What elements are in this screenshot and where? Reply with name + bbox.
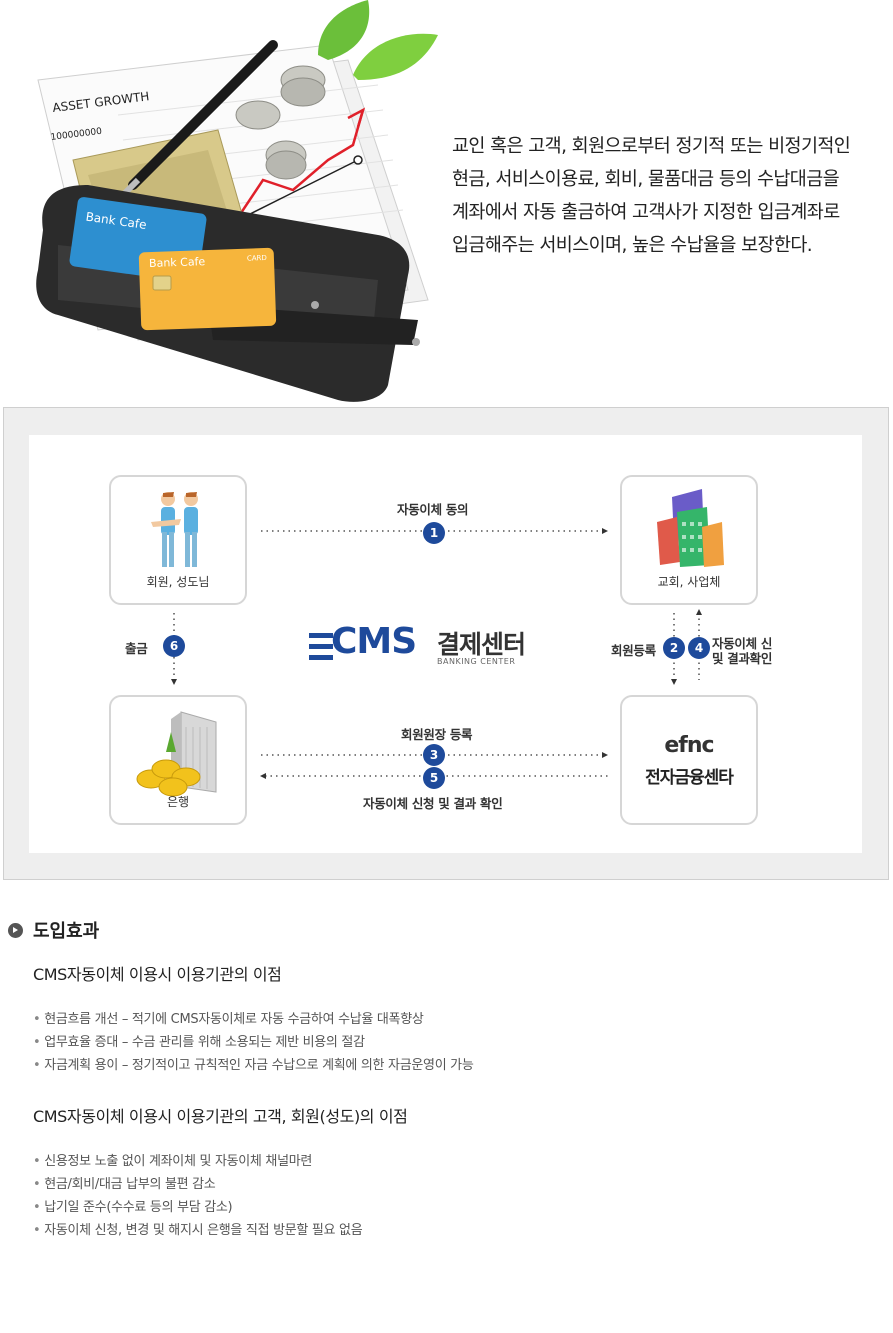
description-line: 현금, 서비스이용료, 회비, 물품대금 등의 수납대금을 (452, 169, 840, 190)
node-church: 교회, 사업체 (620, 475, 758, 605)
badge-step5: 5 (423, 767, 445, 789)
flow-label-step1: 자동이체 동의 (397, 502, 469, 517)
member-benefits-title: CMS자동이체 이용시 이용기관의 고객, 회원(성도)의 이점 (33, 1107, 408, 1126)
node-center: efnc 전자금융센타 (620, 695, 758, 825)
node-member: 회원, 성도님 (109, 475, 247, 605)
effects-title: 도입효과 (33, 921, 100, 942)
badge-step1: 1 (423, 522, 445, 544)
cms-logo: CMS 결제센터 BANKING CENTER (309, 621, 569, 675)
wallet-illustration: ASSET GROWTH 100000000 Bank Cafe (36, 0, 438, 402)
list-item: 현금/회비/대금 납부의 불편 감소 (33, 1173, 362, 1196)
badge-step3: 3 (423, 744, 445, 766)
hero-section: ASSET GROWTH 100000000 Bank Cafe (0, 0, 893, 405)
card-badge: CARD (247, 254, 267, 263)
badge-step6: 6 (163, 635, 185, 657)
description-line: 교인 혹은 고객, 회원으로부터 정기적 또는 비정기적인 (452, 136, 851, 157)
node-label-member: 회원, 성도님 (146, 575, 210, 589)
service-description: 교인 혹은 고객, 회원으로부터 정기적 또는 비정기적인 현금, 서비스이용료… (452, 130, 892, 262)
effects-heading: 도입효과 (8, 917, 99, 943)
org-benefits-title: CMS자동이체 이용시 이용기관의 이점 (33, 965, 282, 984)
list-item: 자동이체 신청, 변경 및 해지시 은행을 직접 방문할 필요 없음 (33, 1219, 362, 1242)
people-icon (151, 492, 198, 567)
node-label-center: 전자금융센타 (645, 768, 734, 788)
cms-logo-sub: BANKING CENTER (437, 657, 516, 666)
card-brand-front: Bank Cafe (149, 255, 206, 270)
process-diagram: 회원, 성도님 교회, 사업체 (3, 407, 889, 880)
list-item: 납기일 준수(수수료 등의 부담 감소) (33, 1196, 362, 1219)
cms-logo-stripes (309, 633, 333, 660)
bank-icon (136, 711, 217, 797)
cms-logo-main: CMS (331, 621, 417, 662)
list-item: 신용정보 노출 없이 계좌이체 및 자동이체 채널마련 (33, 1150, 362, 1173)
node-label-bank: 은행 (166, 795, 190, 809)
flow-label-step3: 회원원장 등록 (401, 727, 473, 742)
badge-step4: 4 (688, 637, 710, 659)
flow-label-step4-line2: 및 결과확인 (712, 651, 772, 666)
list-item: 현금흐름 개선 – 적기에 CMS자동이체로 자동 수금하여 수납율 대폭향상 (33, 1008, 474, 1031)
node-bank: 은행 (109, 695, 247, 825)
list-item: 업무효율 증대 – 수금 관리를 위해 소용되는 제반 비용의 절감 (33, 1031, 474, 1054)
flow-label-step2: 회원등록 (611, 643, 656, 658)
flow-label-step4: 자동이체 신 및 결과확인 (712, 633, 772, 667)
flow-label-step5: 자동이체 신청 및 결과 확인 (363, 796, 503, 811)
buildings-icon (657, 489, 724, 567)
arrow-bullet-icon (8, 922, 23, 938)
description-line: 입금해주는 서비스이며, 높은 수납율을 보장한다. (452, 235, 813, 256)
cms-logo-korean: 결제센터 (437, 630, 526, 659)
list-item: 자금계획 용이 – 정기적이고 규칙적인 자금 수납으로 계획에 의한 자금운영… (33, 1054, 474, 1077)
description-line: 계좌에서 자동 출금하여 고객사가 지정한 입금계좌로 (452, 202, 840, 223)
member-benefits-list: 신용정보 노출 없이 계좌이체 및 자동이체 채널마련 현금/회비/대금 납부의… (33, 1150, 362, 1242)
node-label-church: 교회, 사업체 (657, 575, 721, 589)
flow-label-step4-line1: 자동이체 신 (712, 636, 772, 651)
org-benefits-list: 현금흐름 개선 – 적기에 CMS자동이체로 자동 수금하여 수납율 대폭향상 … (33, 1008, 474, 1077)
efnc-logo: efnc (664, 733, 714, 758)
diagram-canvas: 회원, 성도님 교회, 사업체 (29, 435, 862, 853)
badge-step2: 2 (663, 637, 685, 659)
flow-label-step6: 출금 (125, 641, 148, 656)
